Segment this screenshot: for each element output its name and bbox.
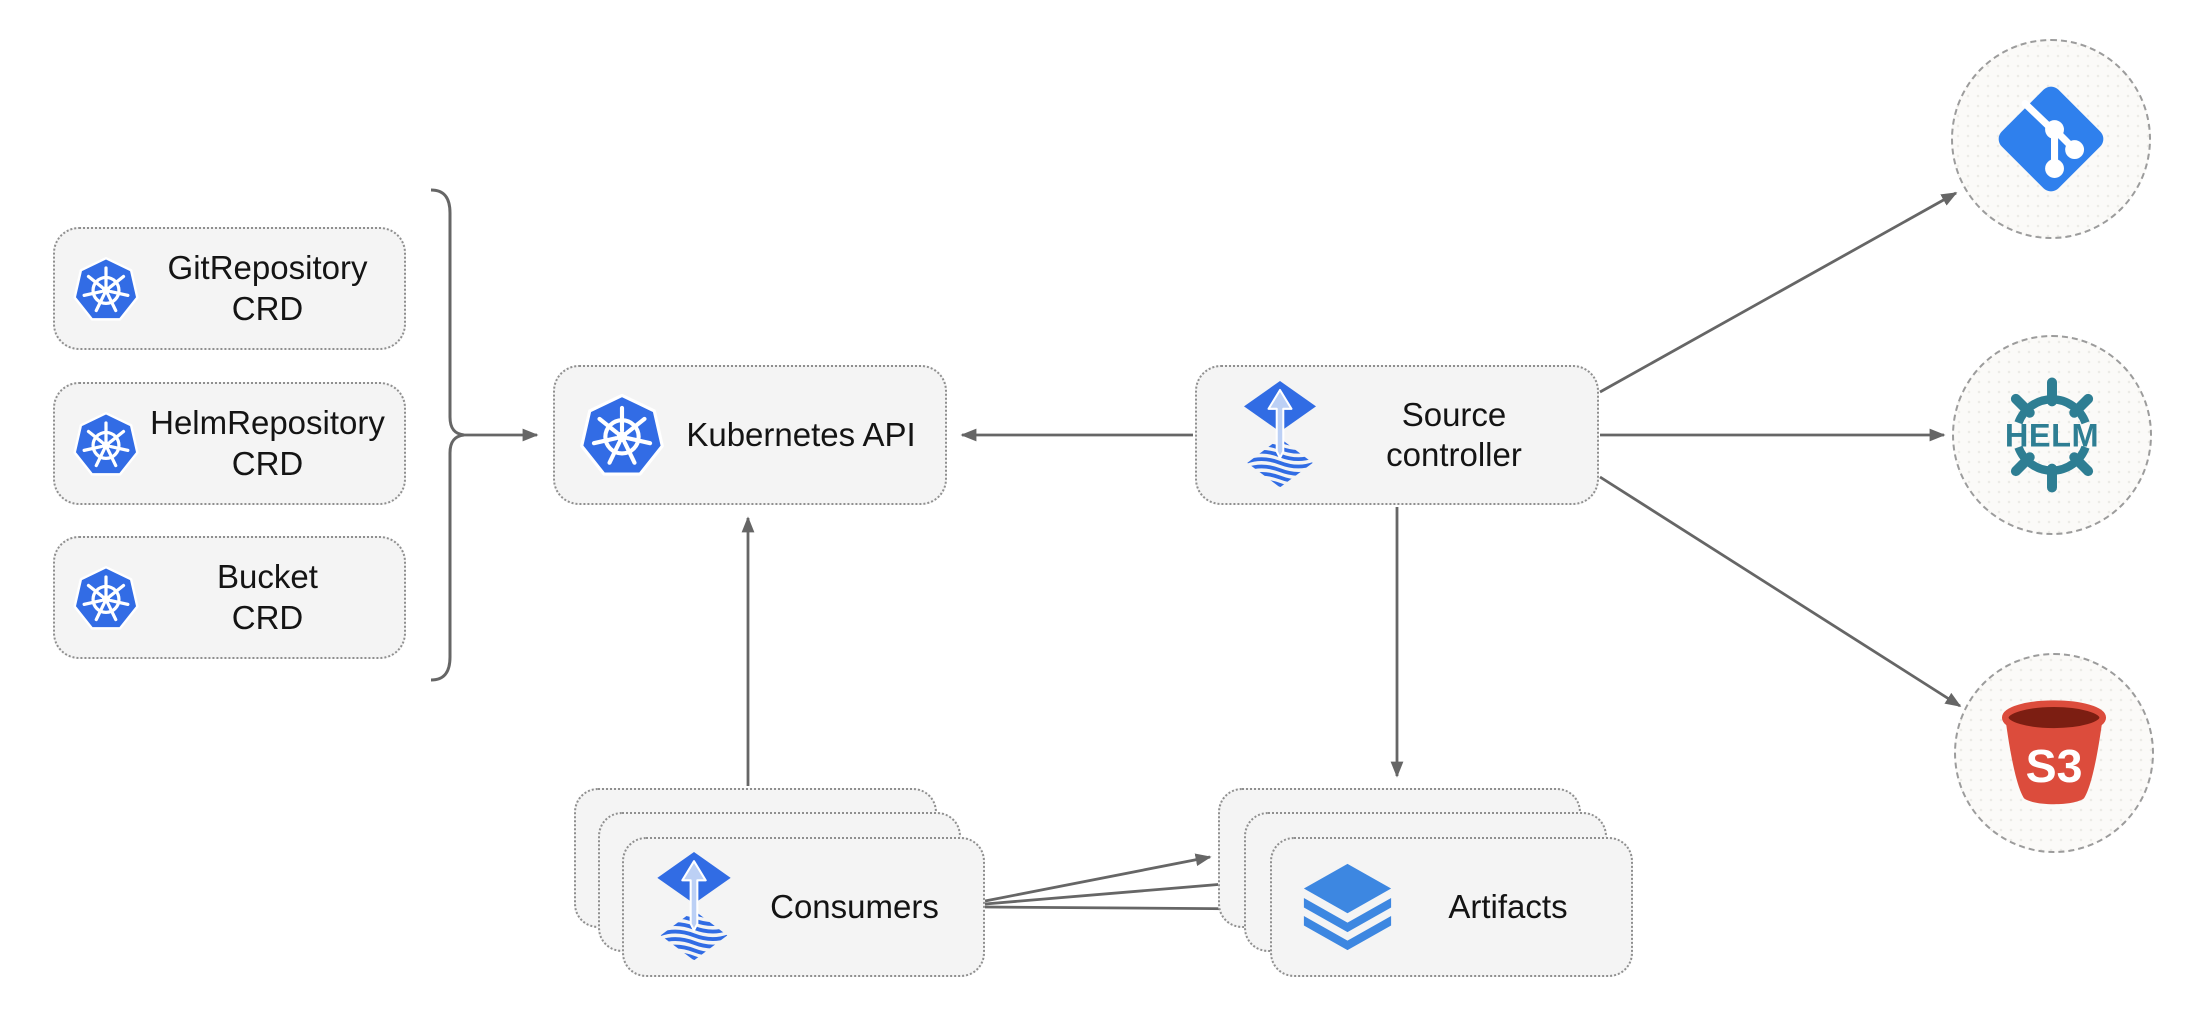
crd-group-bracket <box>430 188 465 682</box>
kubernetes-icon <box>71 563 141 633</box>
kubernetes-icon <box>71 409 141 479</box>
external-source-helm: HELM <box>1952 335 2152 535</box>
kubernetes-icon <box>71 254 141 324</box>
arrow-consumers-to-artifacts-3 <box>984 902 1264 916</box>
helm-icon: HELM <box>2005 377 2099 493</box>
source-controller-label: Source controller <box>1321 395 1597 476</box>
bucket-crd-subtitle: CRD <box>231 598 304 636</box>
kubernetes-api-label: Kubernetes API <box>686 415 916 453</box>
node-artifacts: Artifacts <box>1270 837 1633 977</box>
s3-bucket-icon: S3 <box>2001 700 2107 805</box>
arrow-source-controller-to-git <box>1599 191 1958 394</box>
bucket-crd-title: Bucket <box>217 558 318 596</box>
flux-icon <box>1239 381 1321 489</box>
external-source-s3: S3 <box>1954 653 2154 853</box>
helmrepository-crd-label: HelmRepository CRD <box>141 403 404 484</box>
consumers-label: Consumers <box>770 887 939 925</box>
source-controller-title: Source <box>1401 395 1507 433</box>
layers-icon <box>1300 862 1395 953</box>
node-gitrepository-crd: GitRepository CRD <box>53 227 406 350</box>
bucket-crd-label: Bucket CRD <box>141 557 404 638</box>
gitrepository-crd-label: GitRepository CRD <box>141 248 404 329</box>
artifacts-label: Artifacts <box>1448 887 1568 925</box>
gitrepository-crd-subtitle: CRD <box>231 289 304 327</box>
kubernetes-icon <box>577 390 667 480</box>
helmrepository-crd-title: HelmRepository <box>150 404 385 442</box>
git-icon <box>1992 80 2110 198</box>
source-controller-subtitle: controller <box>1386 436 1522 473</box>
node-kubernetes-api: Kubernetes API <box>553 365 947 505</box>
external-source-git <box>1951 39 2151 239</box>
node-helmrepository-crd: HelmRepository CRD <box>53 382 406 505</box>
node-source-controller: Source controller <box>1195 365 1599 505</box>
arrow-consumers-to-artifacts-2 <box>984 877 1238 906</box>
helmrepository-crd-subtitle: CRD <box>231 444 304 482</box>
helm-logo-text: HELM <box>2005 418 2099 454</box>
flux-icon <box>652 852 736 962</box>
arrow-source-controller-to-s3 <box>1599 475 1962 708</box>
node-consumers: Consumers <box>622 837 985 977</box>
node-bucket-crd: Bucket CRD <box>53 536 406 659</box>
gitrepository-crd-title: GitRepository <box>167 249 368 287</box>
s3-logo-text: S3 <box>2026 740 2083 792</box>
arrow-consumers-to-artifacts-1 <box>984 853 1212 903</box>
